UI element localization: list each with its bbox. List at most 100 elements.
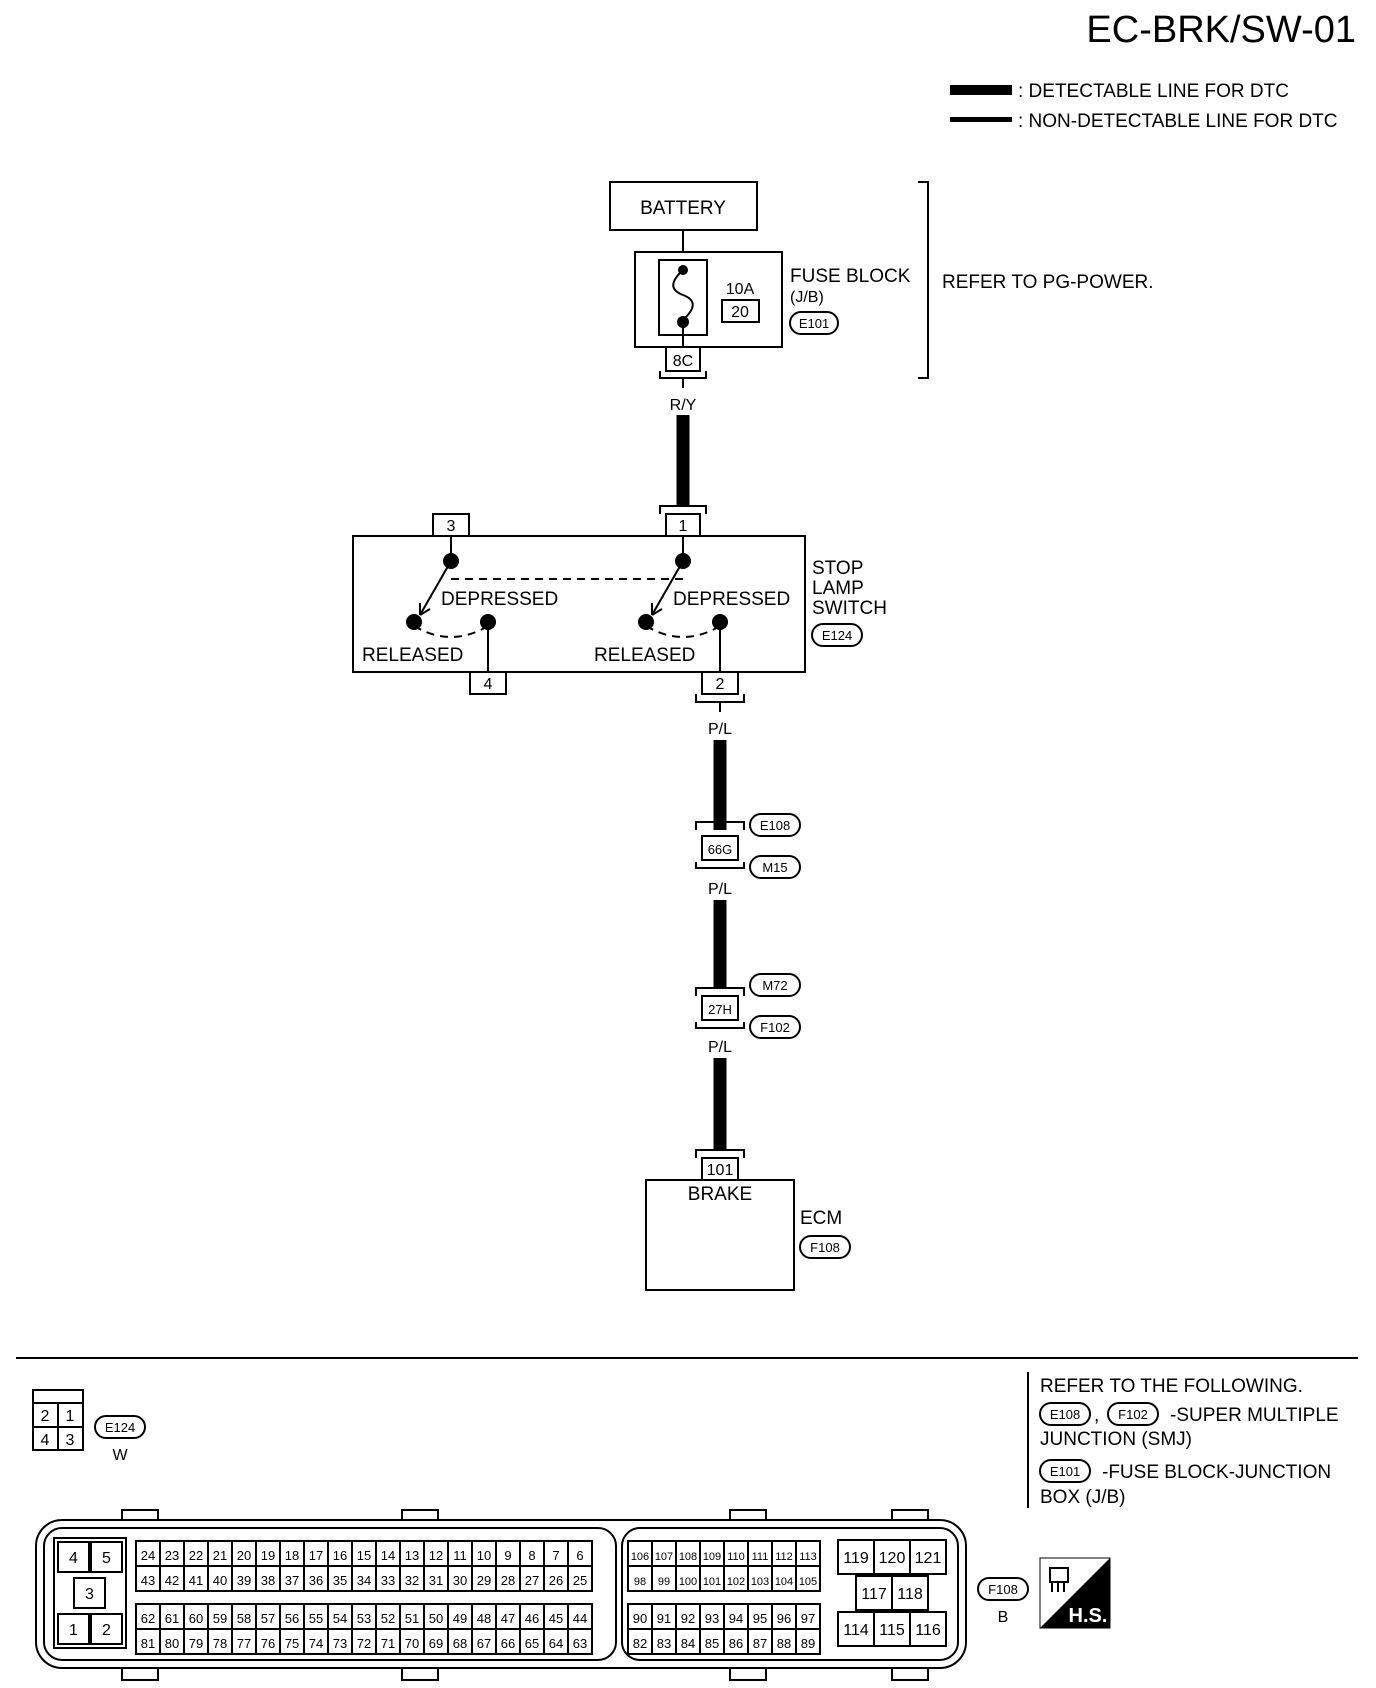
connector-m15-label: M15	[762, 860, 787, 875]
f108-pin-cell	[351, 1628, 377, 1655]
f108-pin-cell	[795, 1628, 821, 1655]
legend-non-detectable-label: : NON-DETECTABLE LINE FOR DTC	[1018, 111, 1338, 132]
f108-pin-cell	[159, 1628, 185, 1655]
f108-pin-label: 92	[681, 1611, 695, 1626]
battery-box	[609, 181, 758, 231]
f108-pin-label: 105	[799, 1576, 817, 1588]
f108-pin-label: 16	[333, 1548, 347, 1563]
f108-pin-label: 8	[528, 1548, 535, 1563]
f108-pin-label: 100	[679, 1576, 697, 1588]
e124-pin-4: 4	[41, 1432, 50, 1449]
state-released-left: RELEASED	[362, 645, 463, 666]
f108-pin-label: 13	[405, 1548, 419, 1563]
f108-pin-label: 39	[237, 1573, 251, 1588]
f108-pin-cell	[495, 1565, 521, 1592]
f108-pin-label: 54	[333, 1611, 347, 1626]
wire-color-ry: R/Y	[670, 397, 697, 414]
f108-pin-cell	[90, 1541, 123, 1573]
f108-pin-label: 40	[213, 1573, 227, 1588]
f108-pin-label: 115	[879, 1622, 905, 1639]
f108-pin-label: 27	[525, 1573, 539, 1588]
f108-pin-label: 30	[453, 1573, 467, 1588]
f108-pin-label: 80	[165, 1636, 179, 1651]
f108-pin-cell	[837, 1611, 875, 1647]
f108-pin-label: 87	[753, 1636, 767, 1651]
f108-pin-label: 14	[381, 1548, 395, 1563]
connector-e101-label: E101	[799, 316, 829, 331]
f108-pin-cell	[675, 1540, 701, 1567]
f108-pin-label: 28	[501, 1573, 515, 1588]
f108-pin-label: 93	[705, 1611, 719, 1626]
wire-color-pl-2: P/L	[708, 881, 732, 898]
f108-pin-label: 120	[879, 1550, 906, 1567]
f108-pin-cell	[699, 1565, 725, 1592]
junction-27h: 27H	[695, 987, 745, 1029]
f108-pin-cell	[207, 1565, 233, 1592]
fuse-rating: 10A	[726, 281, 755, 298]
f108-pin-label: 103	[751, 1576, 769, 1588]
f108-pin-label: 23	[165, 1548, 179, 1563]
page-title: EC-BRK/SW-01	[1086, 9, 1356, 51]
f108-pin-cell	[909, 1611, 947, 1647]
connector-e124-label: E124	[822, 628, 852, 643]
f108-pin-label: 25	[573, 1573, 587, 1588]
f108-pin-label: 67	[477, 1636, 491, 1651]
f108-pin-label: 45	[549, 1611, 563, 1626]
stop-lamp-switch: 3 1 4 2 DEPRESSED RELEASED DEPRESSED REL	[352, 505, 806, 703]
f108-pin-cell	[57, 1613, 90, 1645]
f108-pin-label: 109	[703, 1551, 721, 1563]
f108-pin-label: 46	[525, 1611, 539, 1626]
f108-pin-label: 65	[525, 1636, 539, 1651]
f108-pin-label: 72	[357, 1636, 371, 1651]
f108-pin-label: 53	[357, 1611, 371, 1626]
fuse-block-jb-label: (J/B)	[790, 289, 824, 306]
f108-pin-label: 76	[261, 1636, 275, 1651]
f108-pin-label: 21	[213, 1548, 227, 1563]
f108-pin-label: 44	[573, 1611, 587, 1626]
f108-color: B	[998, 1609, 1009, 1626]
f108-pin-label: 90	[633, 1611, 647, 1626]
f108-pin-label: 17	[309, 1548, 323, 1563]
f108-pin-cell	[567, 1565, 593, 1592]
f108-pin-label: 117	[861, 1586, 887, 1603]
f108-pin-label: 71	[381, 1636, 395, 1651]
f108-pin-label: 57	[261, 1611, 275, 1626]
terminal-8c: 8C	[673, 353, 693, 370]
f108-pin-cell	[90, 1613, 123, 1645]
legend-thin-line	[950, 117, 1012, 122]
f108-pin-label: 69	[429, 1636, 443, 1651]
f108-pin-label: 41	[189, 1573, 203, 1588]
ecm-unit: 101 BRAKE	[645, 1149, 795, 1291]
f108-pin-label: 35	[333, 1573, 347, 1588]
f108-pin-label: 19	[261, 1548, 275, 1563]
f108-pin-label: 111	[752, 1551, 769, 1563]
f108-pin-label: 108	[679, 1551, 697, 1563]
f108-pin-label: 78	[213, 1636, 227, 1651]
f108-pin-label: 20	[237, 1548, 251, 1563]
switch-label-lamp: LAMP	[812, 578, 864, 599]
f108-pin-label: 43	[141, 1573, 155, 1588]
f108-pin-label: 4	[69, 1550, 78, 1567]
f108-pin-label: 37	[285, 1573, 299, 1588]
f108-pin-label: 60	[189, 1611, 203, 1626]
f108-pin-label: 34	[357, 1573, 371, 1588]
f108-pin-cell	[327, 1628, 353, 1655]
fuse-block: 10A 20	[634, 251, 783, 348]
f108-pin-cell	[723, 1565, 749, 1592]
f108-pin-label: 47	[501, 1611, 515, 1626]
f108-pin-cell	[279, 1628, 305, 1655]
refer-power-note: REFER TO PG-POWER.	[942, 272, 1154, 293]
legend-thick-line	[950, 85, 1012, 95]
f108-face-badge	[977, 1577, 1029, 1601]
f108-pin-label: 104	[775, 1576, 793, 1588]
f108-pin-cell	[795, 1565, 821, 1592]
refer-smj-line2: JUNCTION (SMJ)	[1040, 1429, 1192, 1450]
harness-side-icon: H.S.	[1039, 1557, 1111, 1629]
terminal-8c-box	[665, 346, 701, 372]
f108-pin-label: 18	[285, 1548, 299, 1563]
f108-pin-cell	[327, 1540, 353, 1567]
f108-pin-label: 9	[504, 1548, 511, 1563]
refer-e101-badge	[1039, 1459, 1091, 1483]
f108-pin-label: 58	[237, 1611, 251, 1626]
